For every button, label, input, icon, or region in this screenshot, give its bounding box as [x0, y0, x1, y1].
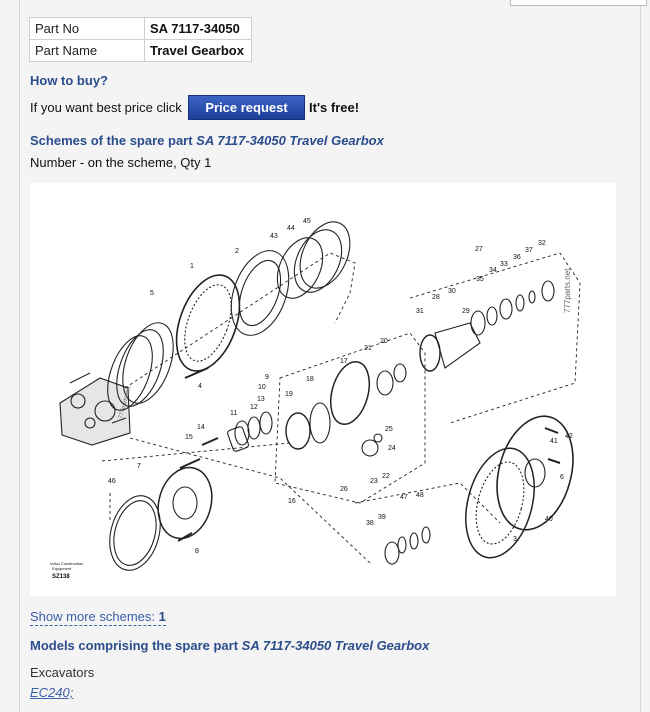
svg-text:46: 46 [108, 478, 116, 485]
svg-text:29: 29 [462, 308, 470, 315]
models-heading-part: SA 7117-34050 Travel Gearbox [241, 638, 430, 653]
part-no-row: Part No SA 7117-34050 [29, 17, 252, 40]
svg-text:26: 26 [340, 486, 348, 493]
diagram-code: SZ138 [52, 574, 70, 580]
caption-line2: Equipment [52, 566, 72, 571]
svg-text:4: 4 [198, 383, 202, 390]
show-more-count: 1 [158, 609, 166, 624]
caption-line1: Volvo Construction [50, 561, 83, 566]
svg-text:22: 22 [382, 473, 390, 480]
svg-text:23: 23 [370, 478, 378, 485]
svg-text:25: 25 [385, 426, 393, 433]
svg-text:16: 16 [288, 498, 296, 505]
svg-text:32: 32 [538, 240, 546, 247]
model-link-ec240[interactable]: EC240; [30, 685, 74, 700]
svg-text:7: 7 [137, 463, 141, 470]
svg-text:12: 12 [250, 404, 258, 411]
svg-text:38: 38 [366, 520, 374, 527]
svg-text:13: 13 [257, 396, 265, 403]
its-free-text: It's free! [309, 100, 360, 115]
how-to-buy-heading: How to buy? [30, 73, 108, 88]
svg-text:10: 10 [258, 384, 266, 391]
svg-text:24: 24 [388, 445, 396, 452]
svg-text:42: 42 [565, 433, 573, 440]
models-heading-prefix: Models comprising the spare part [30, 638, 242, 653]
svg-text:15: 15 [185, 434, 193, 441]
svg-text:31: 31 [416, 308, 424, 315]
svg-text:35: 35 [476, 276, 484, 283]
svg-text:1: 1 [190, 263, 194, 270]
top-search-box[interactable] [510, 0, 647, 6]
svg-text:18: 18 [306, 376, 314, 383]
svg-text:28: 28 [432, 294, 440, 301]
price-prompt-text: If you want best price click [30, 100, 182, 115]
schemes-heading-part: SA 7117-34050 Travel Gearbox [196, 133, 384, 148]
svg-text:19: 19 [285, 391, 293, 398]
part-no-label: Part No [29, 17, 145, 40]
svg-text:45: 45 [303, 218, 311, 225]
svg-text:11: 11 [230, 410, 237, 417]
svg-text:2: 2 [235, 248, 239, 255]
svg-text:27: 27 [475, 246, 483, 253]
svg-text:3: 3 [513, 536, 517, 543]
svg-text:34: 34 [489, 267, 497, 274]
diagram-caption: Volvo Construction Equipment SZ138 [50, 561, 83, 580]
svg-text:44: 44 [287, 225, 295, 232]
svg-text:5: 5 [150, 290, 154, 297]
schemes-heading-prefix: Schemes of the spare part [30, 133, 197, 148]
svg-text:36: 36 [513, 254, 521, 261]
svg-text:40: 40 [545, 516, 553, 523]
svg-text:17: 17 [340, 358, 348, 365]
diagram-watermark: 777parts.net [563, 268, 572, 313]
svg-text:30: 30 [448, 288, 456, 295]
scheme-subtitle: Number - on the scheme, Qty 1 [30, 155, 212, 170]
svg-text:43: 43 [270, 233, 278, 240]
svg-text:21: 21 [364, 345, 372, 352]
svg-text:48: 48 [416, 492, 424, 499]
svg-text:47: 47 [400, 494, 408, 501]
svg-text:14: 14 [197, 424, 205, 431]
show-more-schemes-link[interactable]: Show more schemes: 1 [30, 609, 166, 626]
svg-text:33: 33 [500, 261, 508, 268]
part-name-label: Part Name [29, 39, 145, 62]
svg-text:20: 20 [380, 338, 388, 345]
part-name-row: Part Name Travel Gearbox [29, 39, 252, 62]
part-name-value: Travel Gearbox [144, 39, 252, 62]
svg-text:41: 41 [550, 438, 558, 445]
svg-text:8: 8 [195, 548, 199, 555]
svg-text:37: 37 [525, 247, 533, 254]
schemes-heading: Schemes of the spare part SA 7117-34050 … [30, 133, 384, 148]
part-no-value: SA 7117-34050 [144, 17, 252, 40]
svg-text:6: 6 [560, 474, 564, 481]
motor-housing [59, 372, 131, 446]
models-heading: Models comprising the spare part SA 7117… [30, 638, 429, 653]
show-more-label: Show more schemes: [30, 609, 155, 624]
svg-text:9: 9 [265, 374, 269, 381]
part-info-table: Part No SA 7117-34050 Part Name Travel G… [29, 17, 252, 62]
svg-text:39: 39 [378, 514, 386, 521]
price-request-button[interactable]: Price request [188, 95, 305, 120]
models-category: Excavators [30, 665, 95, 680]
